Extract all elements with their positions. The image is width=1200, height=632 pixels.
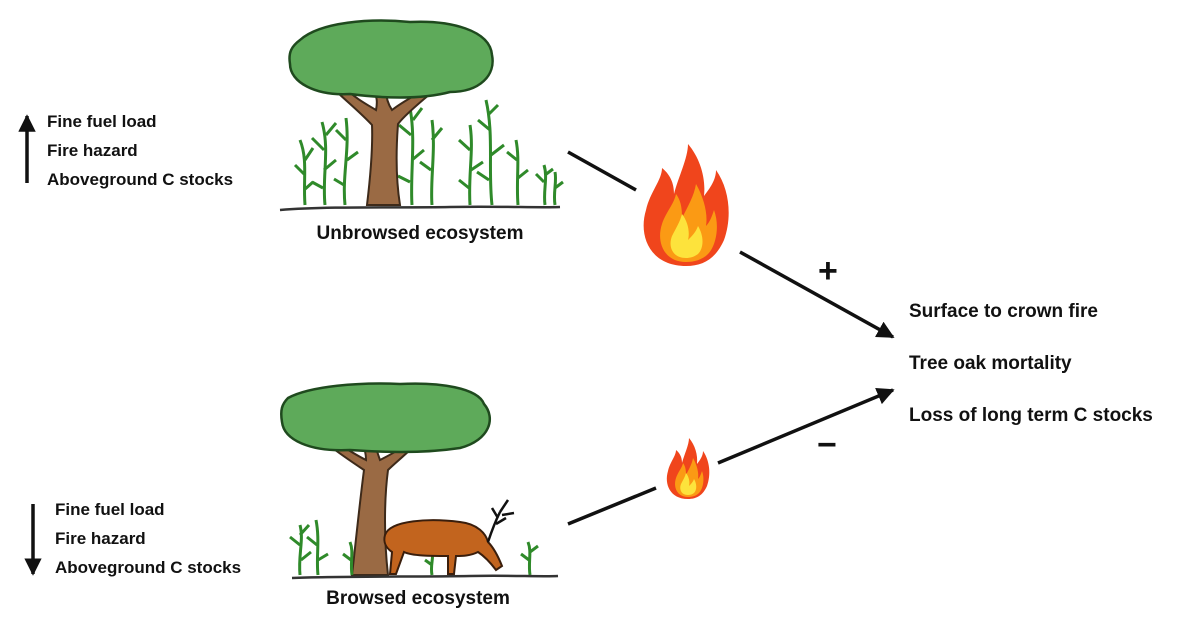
outcome-surface-to-crown-fire: Surface to crown fire bbox=[909, 301, 1098, 322]
large-fire-icon bbox=[643, 144, 729, 266]
tree-canopy bbox=[280, 382, 492, 454]
indicator-fire-hazard: Fire hazard bbox=[55, 529, 146, 548]
bottom-arrow-to-outcomes bbox=[717, 387, 895, 465]
indicator-fire-hazard: Fire hazard bbox=[47, 141, 138, 160]
browsed-ecosystem-caption: Browsed ecosystem bbox=[326, 588, 510, 609]
bottom-indicators: Fine fuel load Fire hazard Aboveground C… bbox=[55, 495, 241, 582]
indicator-fine-fuel-load: Fine fuel load bbox=[55, 500, 165, 519]
small-fire-icon bbox=[666, 438, 710, 499]
indicator-fine-fuel-load: Fine fuel load bbox=[47, 112, 157, 131]
indicator-aboveground-c-stocks: Aboveground C stocks bbox=[55, 558, 242, 577]
top-line-to-fire bbox=[567, 150, 637, 192]
tree-canopy bbox=[288, 19, 494, 99]
unbrowsed-ecosystem-illustration bbox=[279, 19, 564, 212]
ground-line bbox=[279, 205, 561, 212]
ground-line bbox=[291, 574, 559, 580]
outcome-loss-of-long-term-c-stocks: Loss of long term C stocks bbox=[909, 405, 1153, 426]
positive-effect-sign: + bbox=[818, 252, 838, 290]
unbrowsed-ecosystem-caption: Unbrowsed ecosystem bbox=[316, 223, 524, 244]
tree-trunk bbox=[332, 86, 432, 206]
dense-shrubs bbox=[293, 99, 564, 206]
top-arrow-to-outcomes bbox=[739, 250, 895, 339]
top-indicators: Fine fuel load Fire hazard Aboveground C… bbox=[47, 107, 233, 194]
bottom-line-to-fire bbox=[567, 486, 657, 526]
indicator-aboveground-c-stocks: Aboveground C stocks bbox=[47, 170, 234, 189]
browsed-ecosystem-illustration bbox=[280, 382, 559, 580]
grazing-deer bbox=[383, 499, 515, 575]
outcome-tree-oak-mortality: Tree oak mortality bbox=[909, 353, 1072, 374]
negative-effect-sign: − bbox=[817, 426, 837, 464]
